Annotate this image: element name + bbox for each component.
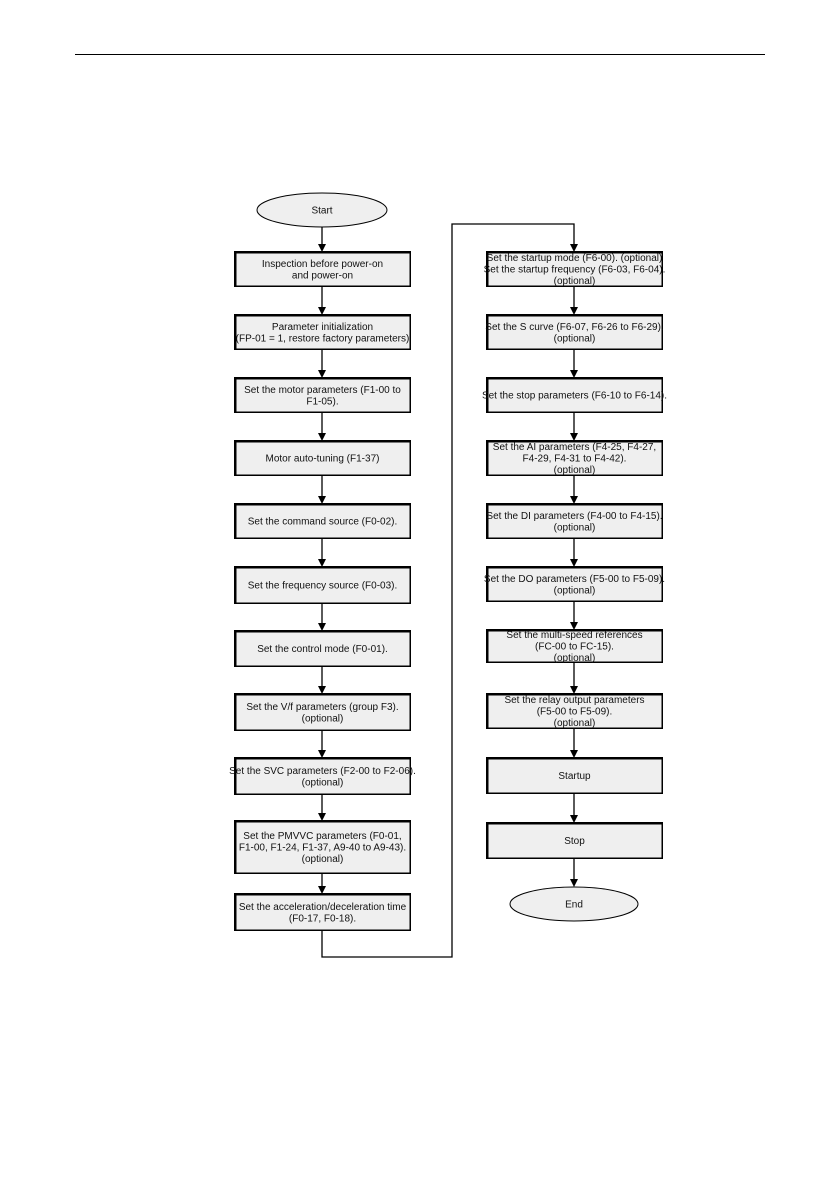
end-terminal-label: End bbox=[565, 900, 583, 911]
multi-speed-box bbox=[487, 630, 663, 663]
svc-params-box bbox=[235, 758, 411, 795]
ai-params-label-1: Set the AI parameters (F4-25, F4-27, bbox=[493, 442, 656, 453]
frequency-source-box bbox=[235, 567, 411, 604]
motor-params-label-1: Set the motor parameters (F1-00 to bbox=[244, 385, 401, 396]
arrow-stop-to-end bbox=[570, 879, 578, 887]
startup-mode-label-3: (optional) bbox=[554, 276, 596, 287]
ai-params-label-2: F4-29, F4-31 to F4-42). bbox=[523, 454, 627, 465]
arrow-startup bbox=[570, 815, 578, 823]
s-curve-box bbox=[487, 315, 663, 350]
arrow-inspection bbox=[318, 307, 326, 315]
pmvvc-params-label-1: Set the PMVVC parameters (F0-01, bbox=[243, 831, 401, 842]
startup-mode-box bbox=[487, 252, 663, 287]
startup-mode-label-1: Set the startup mode (F6-00). (optional) bbox=[487, 253, 663, 264]
svc-params-label-1: Set the SVC parameters (F2-00 to F2-06). bbox=[229, 766, 416, 777]
relay-output-label-2: (F5-00 to F5-09). bbox=[537, 707, 613, 718]
auto-tuning-box bbox=[235, 441, 411, 476]
ai-params-box bbox=[487, 441, 663, 476]
arrow-di-params bbox=[570, 559, 578, 567]
arrow-frequency-source bbox=[318, 623, 326, 631]
relay-output-label-3: (optional) bbox=[554, 718, 596, 729]
arrow-stop-params bbox=[570, 433, 578, 441]
multi-speed-label-2: (FC-00 to FC-15). bbox=[535, 642, 614, 653]
do-params-label-2: (optional) bbox=[554, 585, 596, 596]
arrow-start-to-inspection bbox=[318, 244, 326, 252]
arrow-ai-params bbox=[570, 496, 578, 504]
accel-decel-label-2: (F0-17, F0-18). bbox=[289, 913, 356, 924]
vf-params-label-1: Set the V/f parameters (group F3). bbox=[246, 702, 398, 713]
inspection-box bbox=[235, 252, 411, 287]
accel-decel-label-1: Set the acceleration/deceleration time bbox=[239, 902, 407, 913]
arrow-startup-mode bbox=[570, 307, 578, 315]
arrow-control-mode bbox=[318, 686, 326, 694]
page-header-rule bbox=[75, 54, 765, 55]
relay-output-label-1: Set the relay output parameters bbox=[504, 695, 644, 706]
arrow-vf-params bbox=[318, 750, 326, 758]
arrow-pmvvc-params bbox=[318, 886, 326, 894]
svc-params-label-2: (optional) bbox=[302, 777, 344, 788]
control-mode-label-1: Set the control mode (F0-01). bbox=[257, 644, 388, 655]
frequency-source-label-1: Set the frequency source (F0-03). bbox=[248, 581, 398, 592]
arrow-do-params bbox=[570, 622, 578, 630]
vf-params-box bbox=[235, 694, 411, 731]
command-source-box bbox=[235, 504, 411, 539]
stop-box bbox=[487, 823, 663, 859]
di-params-label-2: (optional) bbox=[554, 522, 596, 533]
param-init-label-1: Parameter initialization bbox=[272, 322, 373, 333]
auto-tuning-label-1: Motor auto-tuning (F1-37) bbox=[266, 454, 380, 465]
pmvvc-params-box bbox=[235, 821, 411, 874]
param-init-label-2: (FP-01 = 1, restore factory parameters) bbox=[236, 333, 410, 344]
stop-label-1: Stop bbox=[564, 836, 585, 847]
motor-params-label-2: F1-05). bbox=[306, 396, 338, 407]
startup-mode-label-2: Set the startup frequency (F6-03, F6-04)… bbox=[484, 265, 666, 276]
end-terminal bbox=[509, 886, 639, 922]
stop-params-box bbox=[487, 378, 663, 413]
multi-speed-label-1: Set the multi-speed references bbox=[506, 630, 642, 641]
arrow-command-source bbox=[318, 559, 326, 567]
param-init-box bbox=[235, 315, 411, 350]
stop-params-label-1: Set the stop parameters (F6-10 to F6-14)… bbox=[482, 391, 667, 402]
motor-params-box bbox=[235, 378, 411, 413]
do-params-box bbox=[487, 567, 663, 602]
pmvvc-params-label-2: F1-00, F1-24, F1-37, A9-40 to A9-43). bbox=[239, 843, 406, 854]
arrow-auto-tuning bbox=[318, 496, 326, 504]
start-terminal-label: Start bbox=[311, 206, 332, 217]
startup-box bbox=[487, 758, 663, 794]
inspection-label-1: Inspection before power-on bbox=[262, 259, 383, 270]
pmvvc-params-label-3: (optional) bbox=[302, 854, 344, 865]
ai-params-label-3: (optional) bbox=[554, 465, 596, 476]
s-curve-label-2: (optional) bbox=[554, 333, 596, 344]
arrow-multi-speed bbox=[570, 686, 578, 694]
arrow-s-curve bbox=[570, 370, 578, 378]
connector-left-to-right-column bbox=[321, 223, 575, 958]
command-source-label-1: Set the command source (F0-02). bbox=[248, 517, 398, 528]
startup-label-1: Startup bbox=[558, 771, 591, 782]
arrow-left-to-right-column bbox=[570, 244, 578, 252]
vf-params-label-2: (optional) bbox=[302, 713, 344, 724]
di-params-label-1: Set the DI parameters (F4-00 to F4-15). bbox=[486, 511, 662, 522]
arrow-motor-params bbox=[318, 433, 326, 441]
arrow-relay-output bbox=[570, 750, 578, 758]
arrow-param-init bbox=[318, 370, 326, 378]
inspection-label-2: and power-on bbox=[292, 270, 353, 281]
arrow-svc-params bbox=[318, 813, 326, 821]
control-mode-box bbox=[235, 631, 411, 667]
di-params-box bbox=[487, 504, 663, 539]
relay-output-box bbox=[487, 694, 663, 729]
multi-speed-label-3: (optional) bbox=[554, 653, 596, 664]
s-curve-label-1: Set the S curve (F6-07, F6-26 to F6-29). bbox=[485, 322, 663, 333]
accel-decel-box bbox=[235, 894, 411, 931]
do-params-label-1: Set the DO parameters (F5-00 to F5-09). bbox=[484, 574, 665, 585]
